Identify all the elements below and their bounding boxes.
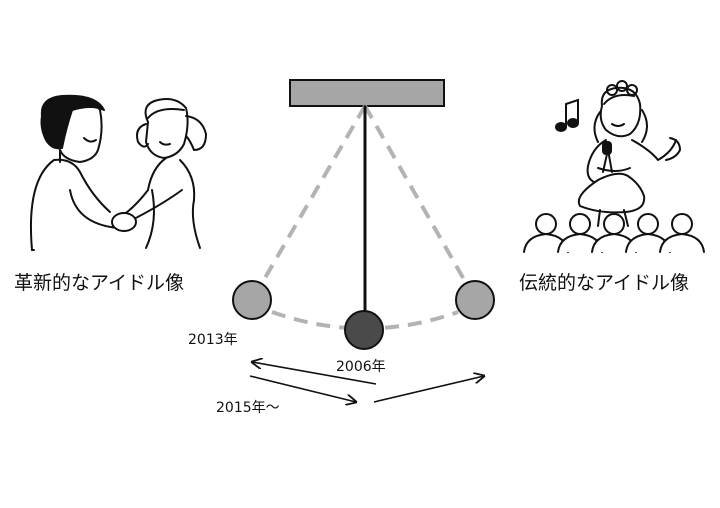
pendulum-bob-center	[344, 310, 384, 350]
year-label-2015: 2015年〜	[216, 400, 280, 416]
pendulum	[232, 79, 495, 350]
left-caption: 革新的なアイドル像	[14, 272, 185, 294]
year-label-2013: 2013年	[188, 332, 238, 348]
arrow-forward-right	[373, 376, 484, 403]
arrow-return-right	[249, 375, 356, 402]
swing-arrows	[249, 362, 484, 403]
year-label-2006: 2006年	[336, 359, 386, 375]
idol-singer-icon	[577, 80, 681, 227]
pendulum-bob-right	[455, 280, 495, 320]
pendulum-string-left	[256, 104, 367, 292]
pendulum-bob-left	[232, 280, 272, 320]
pendulum-pivot-bar	[289, 79, 445, 107]
audience-icon	[523, 213, 705, 253]
right-caption: 伝統的なアイドル像	[519, 272, 690, 294]
two-people-holding-hands-icon	[29, 94, 207, 251]
arrow-back-left	[252, 362, 377, 385]
music-note-icon	[555, 98, 579, 132]
pendulum-string-right	[363, 105, 472, 291]
